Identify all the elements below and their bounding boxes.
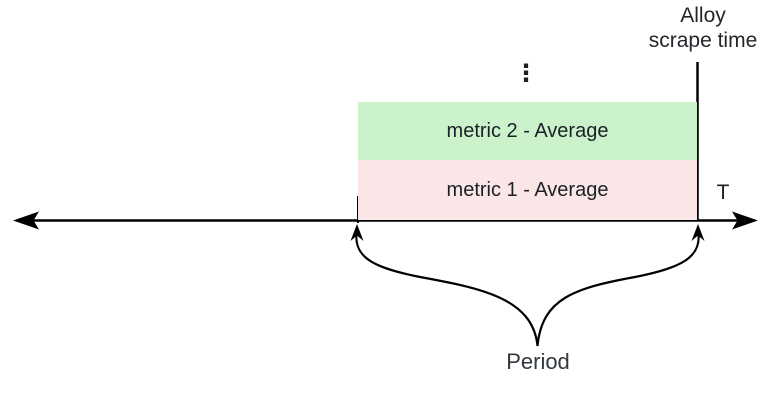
scrape-time-label-line2: scrape time [648, 29, 758, 52]
period-brace-right [536, 229, 700, 347]
axis-arrowhead-right-icon [732, 211, 758, 230]
metric1-average-label: metric 1 - Average [446, 178, 609, 201]
axis-arrowhead-left-icon [13, 211, 39, 230]
metric2-average-bar: metric 2 - Average [358, 102, 697, 160]
scrape-time-label-line1: Alloy [680, 4, 726, 27]
metric2-average-label: metric 2 - Average [446, 119, 609, 142]
period-label: Period [506, 349, 570, 374]
axis-label-t: T [716, 181, 730, 204]
period-brace-left [355, 229, 539, 347]
brace-arrowhead-left-icon [350, 224, 364, 241]
vertical-ellipsis-icon: ⋮ [514, 59, 538, 87]
brace-arrowhead-right-icon [691, 224, 705, 241]
scrape-time-label: Alloy scrape time [610, 3, 776, 53]
metric1-average-bar: metric 1 - Average [358, 160, 697, 220]
